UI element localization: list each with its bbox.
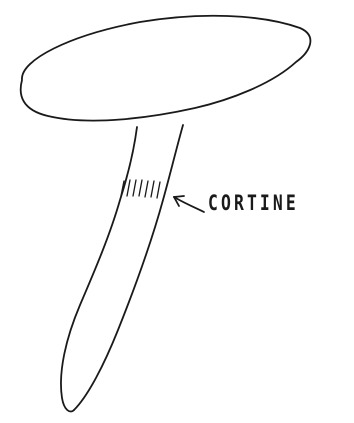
pointer-arrow bbox=[174, 196, 204, 212]
stem-left-edge bbox=[61, 127, 137, 412]
cortine-label: CORTINE bbox=[208, 193, 299, 214]
mushroom-cap bbox=[21, 16, 311, 121]
cortina-hatching bbox=[121, 180, 160, 198]
